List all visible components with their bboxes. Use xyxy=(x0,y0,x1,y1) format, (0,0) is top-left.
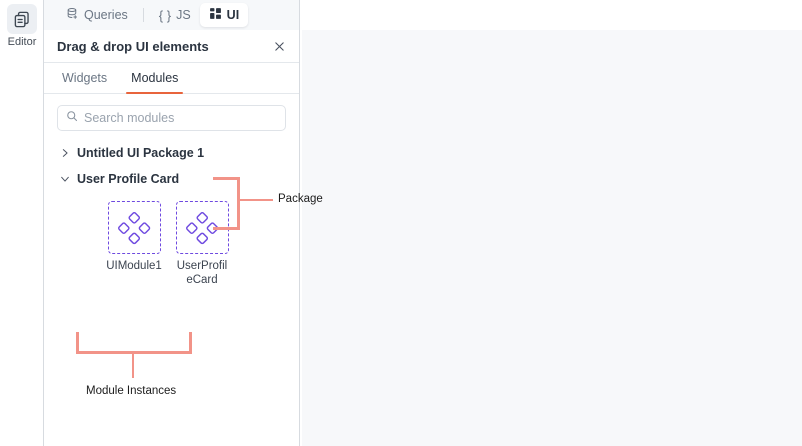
tab-widgets[interactable]: Widgets xyxy=(62,71,108,85)
module-instance-grid: UIModule1 UserProfileCard xyxy=(44,192,299,287)
annotation-bracket-line xyxy=(237,177,240,230)
annotation-label: Package xyxy=(278,193,323,205)
module-name: UserProfileCard xyxy=(176,260,228,286)
annotation-bracket-line xyxy=(189,332,192,352)
tree-row-label: Untitled UI Package 1 xyxy=(77,146,205,160)
ui-elements-panel: Queries { } JS UI xyxy=(44,0,300,446)
annotation-stem xyxy=(132,353,134,378)
annotation-bracket-line xyxy=(76,351,192,354)
left-icon-rail: Editor xyxy=(0,0,44,446)
tree-row-user-profile-card[interactable]: User Profile Card xyxy=(44,166,299,192)
panel-subtabs: Widgets Modules xyxy=(44,63,299,94)
tab-ui[interactable]: UI xyxy=(199,3,249,27)
module-tile[interactable] xyxy=(107,201,161,254)
search-section xyxy=(44,94,299,131)
annotation-stem xyxy=(240,199,273,201)
tree-row-untitled-ui-package-1[interactable]: Untitled UI Package 1 xyxy=(44,140,299,166)
canvas-workspace[interactable] xyxy=(302,30,802,446)
tab-js[interactable]: { } JS xyxy=(150,3,200,27)
search-input[interactable] xyxy=(84,111,277,125)
panel-title: Drag & drop UI elements xyxy=(57,38,209,54)
rail-item-editor[interactable]: Editor xyxy=(2,4,42,49)
chevron-down-icon xyxy=(60,174,70,184)
panel-header: Drag & drop UI elements xyxy=(44,30,299,63)
canvas-top-strip xyxy=(300,0,802,30)
tab-js-label: JS xyxy=(176,8,191,22)
chevron-right-icon xyxy=(60,148,70,158)
ui-grid-icon xyxy=(209,7,222,23)
annotation-bracket-line xyxy=(76,332,79,352)
tab-modules[interactable]: Modules xyxy=(119,71,190,94)
tab-divider xyxy=(142,8,144,22)
search-box[interactable] xyxy=(57,105,286,131)
module-tree: Untitled UI Package 1 User Profile Card xyxy=(44,131,299,192)
annotation-label: Module Instances xyxy=(86,385,177,397)
tab-queries[interactable]: Queries xyxy=(57,3,137,27)
tab-ui-label: UI xyxy=(226,8,240,22)
tab-queries-label: Queries xyxy=(84,8,128,22)
module-item-uimodule1[interactable]: UIModule1 xyxy=(106,201,162,287)
rail-item-label: Editor xyxy=(7,36,37,48)
editor-tabstrip: Queries { } JS UI xyxy=(44,0,299,30)
module-name: UIModule1 xyxy=(106,260,162,272)
annotation-bracket-line xyxy=(213,227,240,230)
editor-stacked-pages-icon xyxy=(7,4,37,34)
curly-braces-icon: { } xyxy=(158,7,172,23)
close-icon[interactable] xyxy=(270,37,288,55)
search-icon xyxy=(66,109,78,127)
tree-row-label: User Profile Card xyxy=(77,172,180,186)
annotation-bracket-line xyxy=(213,177,240,180)
module-item-userprofilecard[interactable]: UserProfileCard xyxy=(174,201,230,287)
database-query-icon xyxy=(66,7,79,23)
